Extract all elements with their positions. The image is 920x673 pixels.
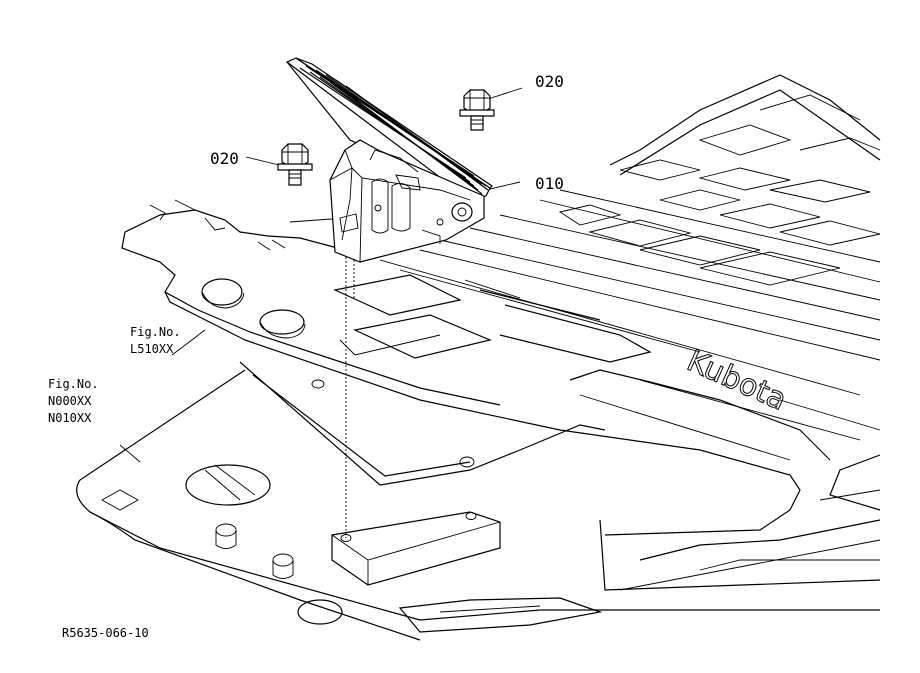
chassis-frame (76, 369, 881, 641)
leader-lines (119, 87, 523, 538)
figref-chassis-number-2: N010XX (48, 411, 92, 425)
callout-pedal: 010 (535, 174, 564, 193)
callout-bolt-right: 020 (535, 72, 564, 91)
floor-mat (121, 74, 881, 571)
pedal-tread-pattern (299, 65, 489, 195)
pedal-bracket (331, 511, 501, 586)
figref-floor-mat-number: L510XX (130, 342, 174, 356)
callout-bolt-left: 020 (210, 149, 239, 168)
figref-chassis-number-1: N000XX (48, 394, 92, 408)
bolt-left (277, 143, 313, 186)
pedal-assembly (285, 57, 493, 263)
bolt-right (459, 89, 495, 131)
figref-floor-mat-label: Fig.No. (130, 325, 181, 339)
document-id: R5635-066-10 (62, 626, 149, 640)
figref-chassis-label: Fig.No. (48, 377, 99, 391)
